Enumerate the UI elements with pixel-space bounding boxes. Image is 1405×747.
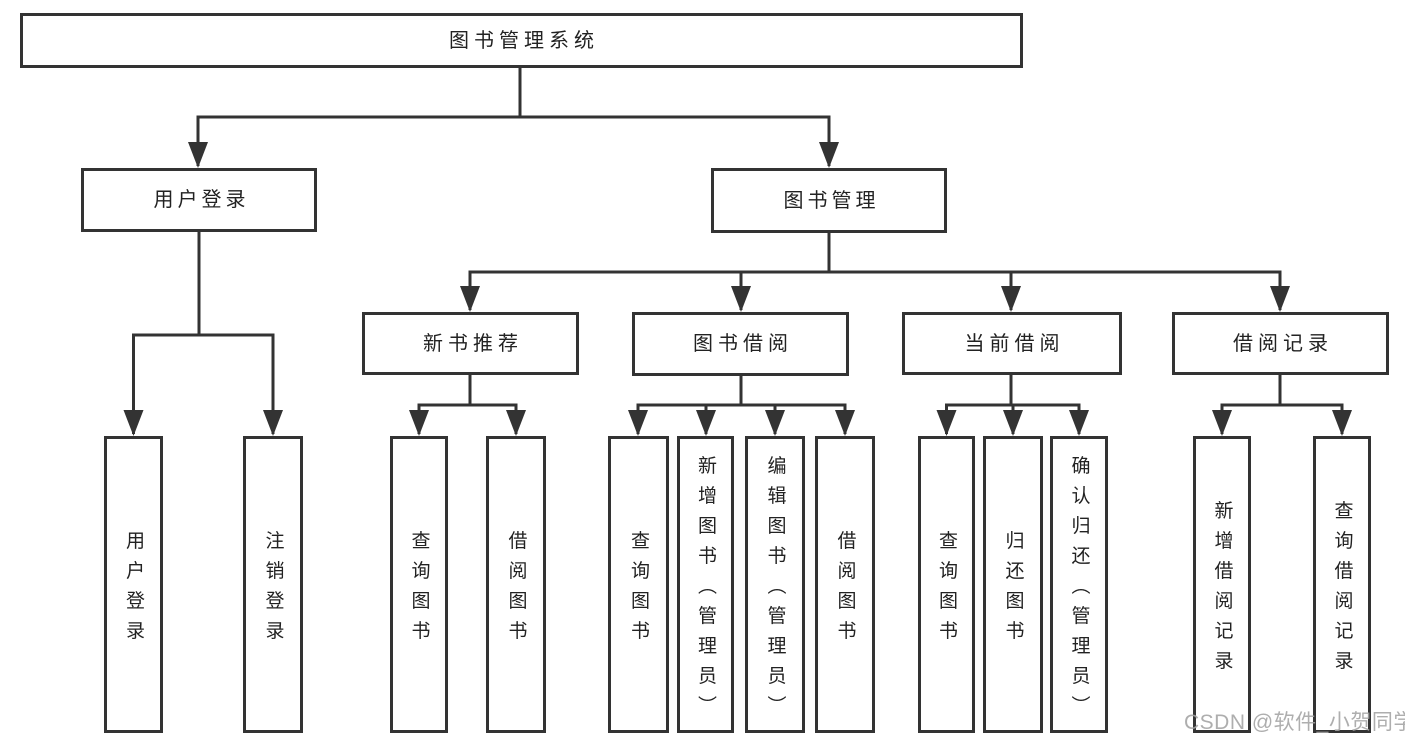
node-new-book-recommend: 新书推荐 <box>362 312 579 375</box>
leaf-query-books-borrow-label: 查询图书 <box>628 530 649 650</box>
node-borrow-records: 借阅记录 <box>1172 312 1389 375</box>
node-current-borrow-label: 当前借阅 <box>964 332 1065 355</box>
node-new-book-recommend-label: 新书推荐 <box>423 332 523 355</box>
edges-current-borrow <box>936 374 1089 436</box>
node-current-borrow: 当前借阅 <box>902 312 1122 375</box>
leaf-user-login: 用户登录 <box>104 436 163 733</box>
leaf-logout-label: 注销登录 <box>262 530 284 650</box>
leaf-return-books: 归还图书 <box>983 436 1043 733</box>
leaf-borrow-books-label: 借阅图书 <box>834 530 856 650</box>
leaf-logout: 注销登录 <box>243 436 303 733</box>
node-root: 图书管理系统 <box>20 13 1023 68</box>
node-book-borrow-label: 图书借阅 <box>693 333 793 355</box>
leaf-edit-book-admin-label: 编辑图书（管理员） <box>764 455 786 725</box>
leaf-return-books-label: 归还图书 <box>1002 530 1024 650</box>
leaf-user-login-label: 用户登录 <box>123 530 144 650</box>
leaf-edit-book-admin: 编辑图书（管理员） <box>745 436 805 733</box>
leaf-query-books-borrow: 查询图书 <box>608 436 669 733</box>
leaf-borrow-books: 借阅图书 <box>815 436 875 733</box>
leaf-add-book-admin-label: 新增图书（管理员） <box>695 455 716 725</box>
node-user-login: 用户登录 <box>81 168 317 232</box>
node-borrow-records-label: 借阅记录 <box>1233 332 1333 355</box>
leaf-query-books-current: 查询图书 <box>918 436 975 733</box>
leaf-add-book-admin: 新增图书（管理员） <box>677 436 734 733</box>
leaf-confirm-return-admin-label: 确认归还（管理员） <box>1068 455 1090 725</box>
leaf-query-books-recommend-label: 查询图书 <box>408 530 430 650</box>
csdn-watermark: CSDN @软件_小贺同学 <box>1184 711 1405 734</box>
leaf-query-books-recommend: 查询图书 <box>390 436 448 733</box>
edges-new-book-recommend <box>409 374 526 436</box>
edges-root <box>188 66 839 168</box>
node-book-borrow: 图书借阅 <box>632 312 849 376</box>
leaf-borrow-books-recommend-label: 借阅图书 <box>505 530 527 650</box>
node-user-login-label: 用户登录 <box>153 189 250 211</box>
leaf-confirm-return-admin: 确认归还（管理员） <box>1050 436 1108 733</box>
leaf-query-borrow-record: 查询借阅记录 <box>1313 436 1371 733</box>
edges-user-login <box>123 230 283 436</box>
leaf-query-books-current-label: 查询图书 <box>936 530 957 650</box>
node-book-management: 图书管理 <box>711 168 947 233</box>
leaf-add-borrow-record: 新增借阅记录 <box>1193 436 1251 733</box>
edges-book-management <box>460 231 1290 312</box>
node-book-management-label: 图书管理 <box>783 189 880 212</box>
edges-book-borrow <box>628 374 855 436</box>
leaf-query-borrow-record-label: 查询借阅记录 <box>1331 500 1353 680</box>
leaf-add-borrow-record-label: 新增借阅记录 <box>1211 500 1233 680</box>
leaf-borrow-books-recommend: 借阅图书 <box>486 436 546 733</box>
edges-borrow-records <box>1212 374 1352 436</box>
node-root-label: 图书管理系统 <box>449 29 599 52</box>
